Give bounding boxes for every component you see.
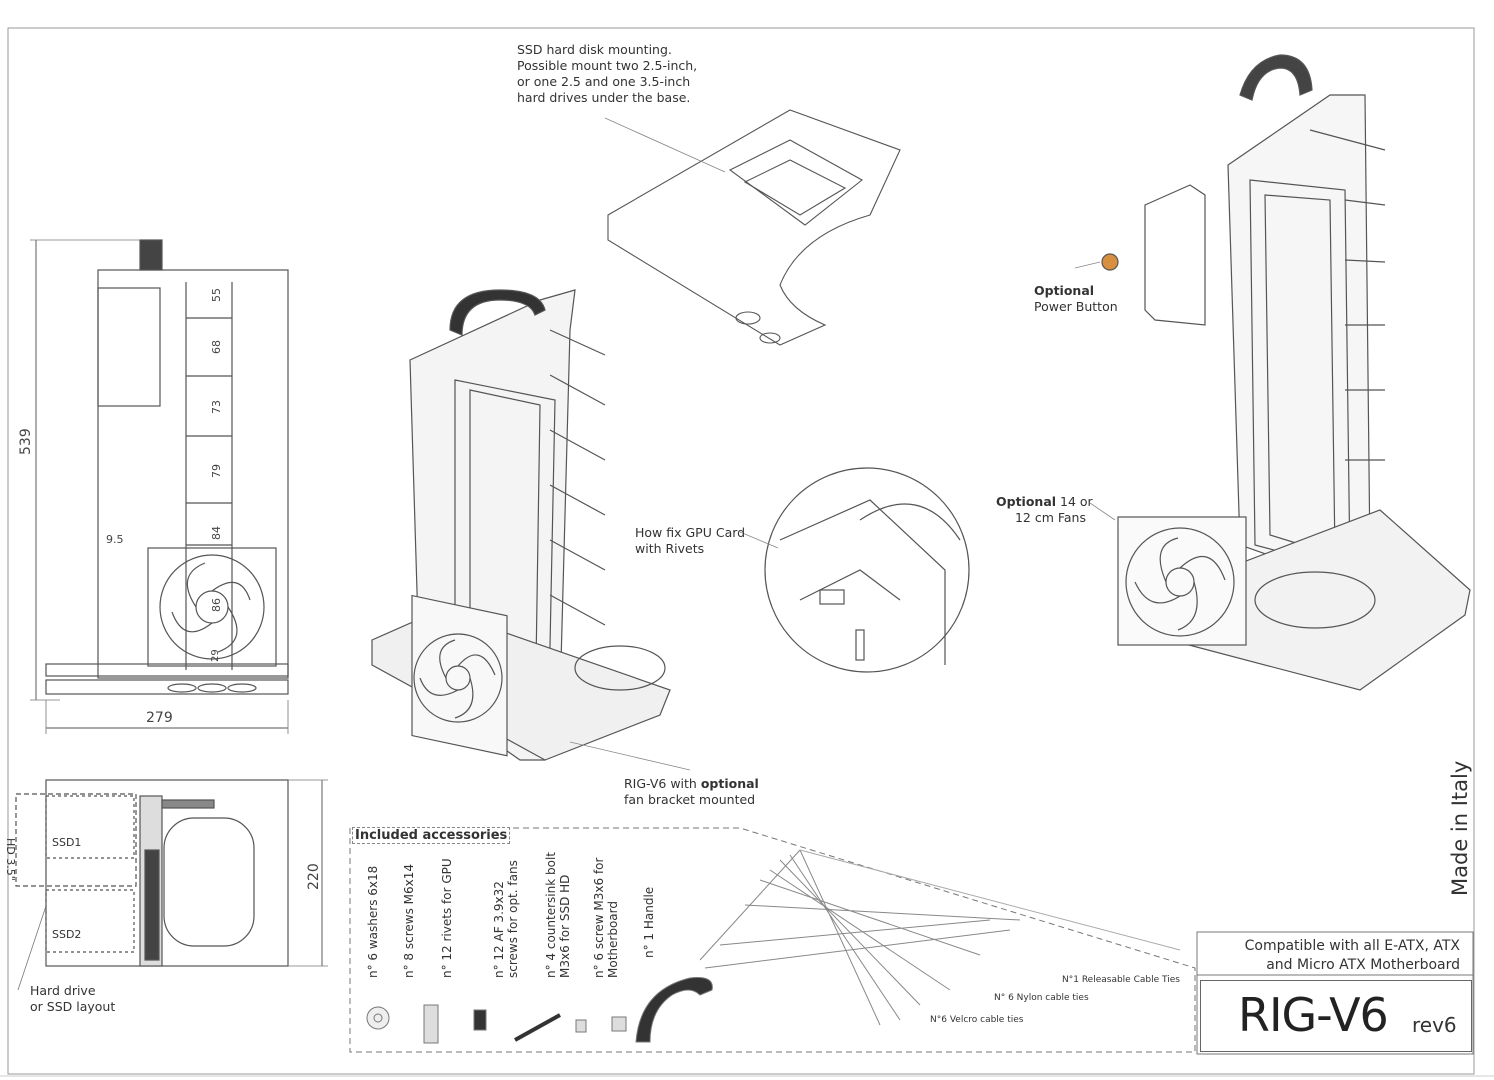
tie-nylon: N° 6 Nylon cable ties	[994, 993, 1089, 1003]
compat-line-2: and Micro ATX Motherboard	[1266, 957, 1460, 973]
dim-73: 73	[210, 400, 223, 414]
isometric-center-view	[371, 289, 691, 771]
fans-label: Optional 14 or 12 cm Fans	[996, 494, 1093, 526]
title-block-frame	[1196, 931, 1474, 1055]
hdd-layout-label: Hard drive or SSD layout	[30, 983, 115, 1015]
rig-mounted-prefix: RIG-V6 with	[624, 776, 701, 791]
tie-releasable: N°1 Releasable Cable Ties	[1062, 975, 1180, 985]
ssd2-label: SSD2	[52, 928, 82, 941]
dim-55: 55	[210, 288, 223, 302]
acc-motherboard-screws: n° 6 screw M3x6 for Motherboard	[592, 857, 620, 978]
fans-size: 14 or	[1056, 494, 1093, 509]
gpu-fix-line-2: with Rivets	[635, 541, 705, 556]
accessories-area	[349, 827, 1196, 1053]
dim-width: 279	[146, 710, 173, 726]
dim-29: 29	[210, 649, 221, 662]
dim-9-5: 9.5	[106, 533, 124, 546]
ssd-mount-line-3: or one 2.5 and one 3.5-inch	[517, 74, 691, 89]
power-button-label: Optional Power Button	[1034, 283, 1118, 315]
ssd-mount-detail	[604, 109, 901, 346]
gpu-fix-label: How fix GPU Card with Rivets	[635, 525, 745, 557]
fans-cm: 12 cm Fans	[1014, 510, 1086, 525]
ssd-mount-line-2: Possible mount two 2.5-inch,	[517, 58, 698, 73]
dim-depth: 220	[306, 863, 322, 890]
dim-84: 84	[210, 526, 223, 540]
rig-mounted-label: RIG-V6 with optional fan bracket mounted	[624, 776, 759, 808]
rig-mounted-suffix: fan bracket mounted	[624, 792, 756, 807]
gpu-rivet-detail	[739, 467, 970, 673]
accessories-title: Included accessories	[352, 827, 511, 844]
acc-handle: n° 1 Handle	[642, 886, 656, 958]
dim-79: 79	[210, 464, 223, 478]
front-elevation-view	[30, 239, 289, 734]
power-button-text: Power Button	[1034, 299, 1118, 314]
ssd-mount-label: SSD hard disk mounting. Possible mount t…	[517, 42, 697, 106]
acc-countersink: n° 4 countersink bolt M3x6 for SSD HD	[544, 852, 572, 978]
compatibility-text: Compatible with all E-ATX, ATX and Micro…	[1208, 937, 1460, 975]
fans-optional: Optional	[996, 494, 1057, 509]
base-top-view	[15, 779, 328, 991]
acc-fan-screws: n° 12 AF 3.9x32 screws for opt. fans	[492, 860, 520, 978]
rig-mounted-optional: optional	[700, 776, 759, 791]
made-in-label: Made in Italy	[1448, 760, 1472, 896]
compat-line-1: Compatible with all E-ATX, ATX	[1244, 938, 1460, 954]
gpu-fix-line-1: How fix GPU Card	[635, 525, 746, 540]
exploded-isometric-view	[1074, 54, 1471, 691]
acc-screws-m6: n° 8 screws M6x14	[402, 863, 416, 978]
model-box	[1200, 980, 1472, 1052]
ssd-mount-line-1: SSD hard disk mounting.	[517, 42, 672, 57]
dim-86: 86	[210, 598, 223, 612]
model-name: RIG-V6	[1238, 988, 1389, 1042]
hdd-layout-line-2: or SSD layout	[30, 999, 116, 1014]
hd35-label: HD 3.5"	[4, 838, 17, 881]
tie-velcro: N°6 Velcro cable ties	[930, 1015, 1024, 1025]
hdd-layout-line-1: Hard drive	[30, 983, 96, 998]
model-revision: rev6	[1412, 1013, 1457, 1037]
sheet-border	[7, 27, 1475, 1075]
acc-rivets: n° 12 rivets for GPU	[440, 858, 454, 978]
power-button-optional: Optional	[1034, 283, 1095, 298]
ssd-mount-line-4: hard drives under the base.	[517, 90, 691, 105]
ssd1-label: SSD1	[52, 836, 82, 849]
dim-68: 68	[210, 340, 223, 354]
acc-washers: n° 6 washers 6x18	[366, 865, 380, 978]
dim-height: 539	[18, 428, 34, 455]
